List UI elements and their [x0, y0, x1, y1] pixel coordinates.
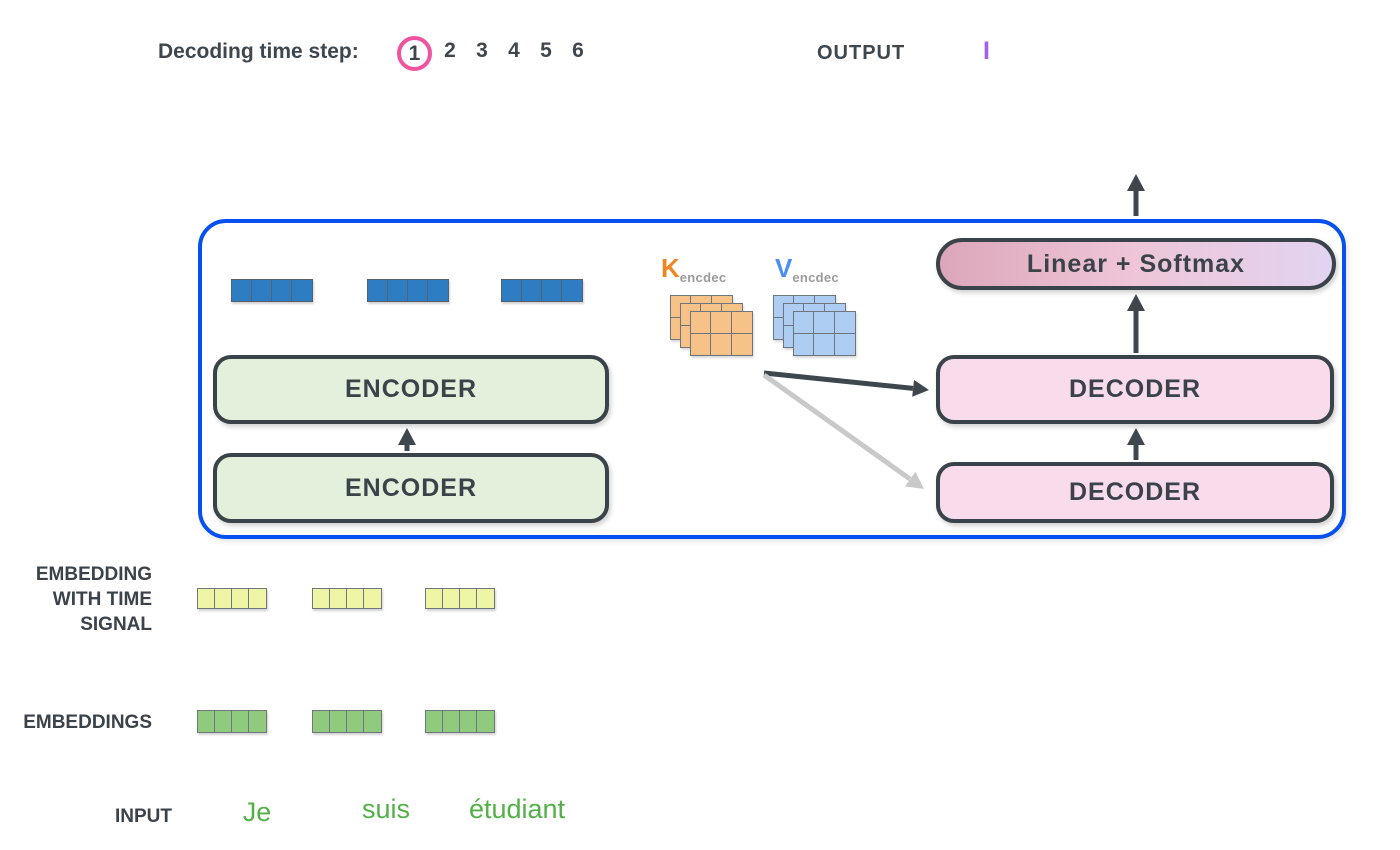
- encoder-output-cell: [368, 280, 388, 301]
- input-token: étudiant: [468, 794, 566, 824]
- matrix-cell: [814, 312, 835, 334]
- v-letter: V: [775, 253, 793, 283]
- matrix-cell: [691, 333, 712, 355]
- time-signal-cell: [313, 589, 330, 608]
- v-subscript: encdec: [792, 270, 839, 285]
- embedding-cell: [426, 711, 443, 732]
- decoding-time-step-label: Decoding time step:: [158, 40, 359, 63]
- time-signal-cell: [330, 589, 347, 608]
- encoder-box-top: ENCODER: [213, 355, 609, 424]
- encoder-box-bottom: ENCODER: [213, 453, 609, 523]
- time-signal-cell: [347, 589, 364, 608]
- embedding-cell: [215, 711, 232, 732]
- step-number: 3: [476, 39, 488, 62]
- embedding-cell: [460, 711, 477, 732]
- input-label: INPUT: [115, 806, 172, 827]
- k-subscript: encdec: [679, 270, 727, 285]
- encoder-output-vector: [231, 279, 313, 302]
- k-matrix-layer: [690, 311, 753, 356]
- active-step-badge: 1: [397, 36, 432, 71]
- time-signal-cell: [215, 589, 232, 608]
- embedding-cell: [364, 711, 381, 732]
- embedding-cell: [330, 711, 347, 732]
- time-signal-cell: [232, 589, 249, 608]
- embeddings-label: EMBEDDINGS: [23, 712, 152, 733]
- input-token: Je: [242, 797, 272, 827]
- embedding-vector: [197, 710, 267, 733]
- embedding-cell: [198, 711, 215, 732]
- step-number: 6: [572, 39, 584, 62]
- active-step-number: 1: [408, 41, 421, 65]
- encoder-output-cell: [272, 280, 292, 301]
- embedding-vector: [312, 710, 382, 733]
- time-signal-cell: [426, 589, 443, 608]
- embedding-cell: [443, 711, 460, 732]
- time-signal-vector: [425, 588, 495, 609]
- time-signal-vector: [312, 588, 382, 609]
- v-encdec-label: Vencdec: [775, 253, 839, 285]
- time-signal-cell: [460, 589, 477, 608]
- matrix-cell: [835, 334, 855, 356]
- matrix-cell: [711, 333, 732, 355]
- matrix-cell: [711, 312, 732, 334]
- encoder-output-vector: [501, 279, 583, 302]
- encoder-output-cell: [542, 280, 562, 301]
- linear-softmax-box: Linear + Softmax: [936, 238, 1336, 290]
- embedding-vector: [425, 710, 495, 733]
- matrix-cell: [794, 312, 815, 334]
- matrix-cell: [794, 333, 815, 355]
- v-matrix-stack: [773, 295, 859, 359]
- k-matrix-stack: [670, 295, 756, 359]
- time-signal-cell: [477, 589, 494, 608]
- time-signal-cell: [249, 589, 266, 608]
- encoder-output-cell: [292, 280, 312, 301]
- output-value: I: [983, 37, 990, 65]
- encoder-label: ENCODER: [344, 375, 477, 403]
- time-signal-cell: [364, 589, 381, 608]
- decoder-box-bottom: DECODER: [936, 462, 1334, 523]
- output-label: OUTPUT: [817, 42, 906, 64]
- k-encdec-label: Kencdec: [661, 253, 727, 285]
- arrow-out-of-transformer: [1127, 174, 1145, 216]
- input-token: suis: [361, 794, 411, 824]
- embedding-cell: [477, 711, 494, 732]
- step-number: 4: [508, 39, 520, 62]
- embedding-cell: [249, 711, 266, 732]
- encoder-output-cell: [388, 280, 408, 301]
- time-signal-vector: [197, 588, 267, 609]
- decoder-label: DECODER: [1068, 478, 1201, 506]
- embedding-time-signal-label: EMBEDDING WITH TIME SIGNAL: [35, 564, 152, 635]
- step-number: 2: [444, 39, 456, 62]
- matrix-cell: [834, 312, 855, 334]
- step-numbers: 2 3 4 5 6: [441, 39, 587, 63]
- time-signal-cell: [198, 589, 215, 608]
- embedding-cell: [347, 711, 364, 732]
- matrix-cell: [691, 312, 712, 334]
- matrix-cell: [814, 333, 835, 355]
- decoder-label: DECODER: [1068, 375, 1201, 403]
- time-signal-cell: [443, 589, 460, 608]
- encoder-label: ENCODER: [344, 473, 477, 502]
- step-number: 5: [540, 39, 552, 62]
- k-letter: K: [661, 253, 680, 283]
- linear-softmax-label: Linear + Softmax: [1026, 249, 1246, 278]
- embedding-cell: [313, 711, 330, 732]
- encoder-output-cell: [408, 280, 428, 301]
- encoder-output-cell: [428, 280, 448, 301]
- encoder-output-cell: [252, 280, 272, 301]
- decoder-box-top: DECODER: [936, 355, 1334, 424]
- encoder-output-cell: [232, 280, 252, 301]
- encoder-output-vector: [367, 279, 449, 302]
- embedding-cell: [232, 711, 249, 732]
- encoder-output-cell: [502, 280, 522, 301]
- encoder-output-cell: [522, 280, 542, 301]
- v-matrix-layer: [793, 311, 856, 356]
- encoder-output-cell: [562, 280, 582, 301]
- transformer-container: [198, 219, 1346, 539]
- matrix-cell: [732, 334, 752, 356]
- matrix-cell: [731, 312, 752, 334]
